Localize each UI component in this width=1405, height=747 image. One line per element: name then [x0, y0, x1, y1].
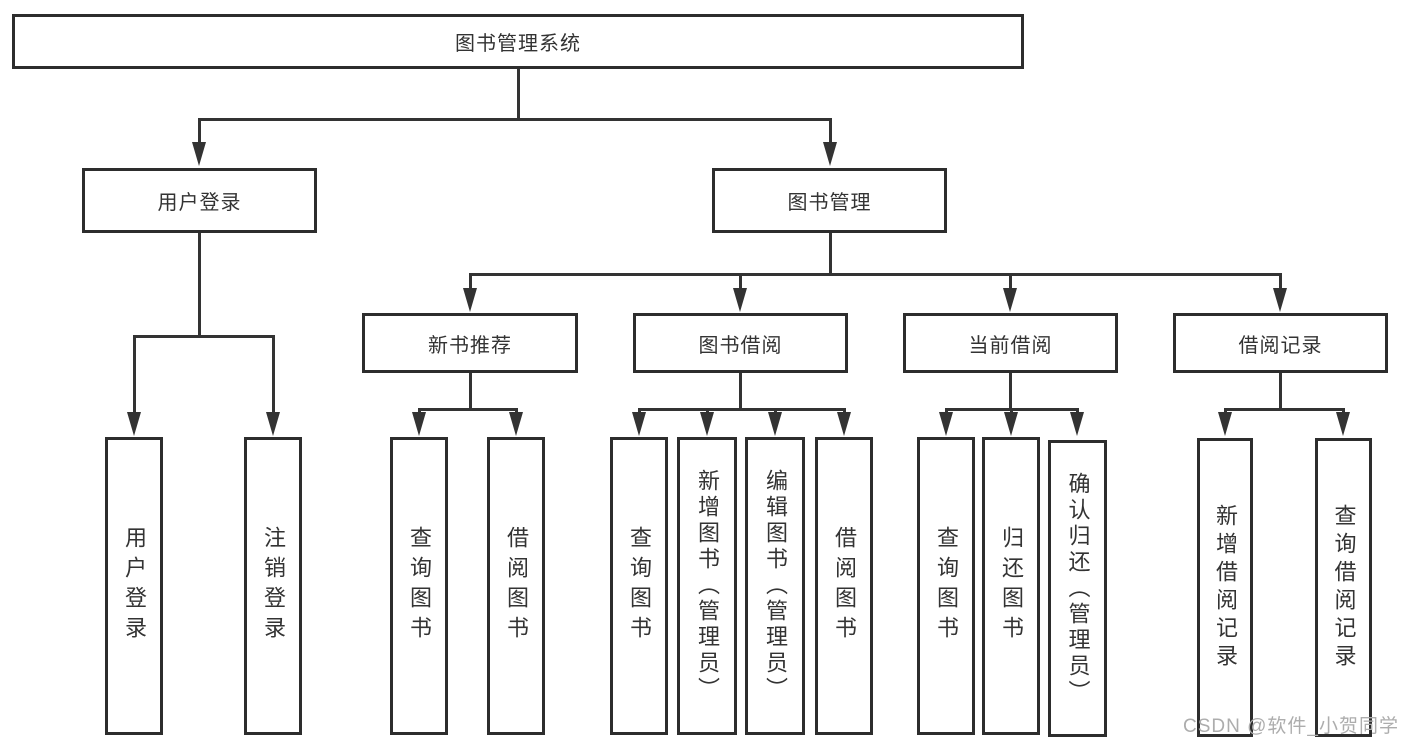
connector-line: [417, 408, 518, 411]
connector-line: [828, 233, 832, 276]
connector-line: [132, 335, 136, 415]
connector-line: [271, 335, 275, 415]
leaf-borrow-add-book-admin: 新增图书（管理员）: [677, 437, 737, 735]
arrow-down-icon: [1003, 288, 1017, 312]
arrow-down-icon: [1273, 288, 1287, 312]
arrow-down-icon: [700, 412, 714, 436]
connector-line: [197, 233, 201, 338]
leaf-record-query-borrow-record: 查询借阅记录: [1315, 438, 1372, 737]
csdn-watermark: CSDN @软件_小贺同学: [1183, 716, 1399, 737]
connector-line: [1278, 373, 1282, 411]
node-borrow-record: 借阅记录: [1173, 313, 1388, 373]
arrow-down-icon: [768, 412, 782, 436]
connector-line: [1008, 273, 1012, 292]
leaf-current-return-book: 归还图书: [982, 437, 1040, 735]
leaf-recommend-query-book: 查询图书: [390, 437, 448, 735]
connector-line: [516, 69, 520, 121]
leaf-logout: 注销登录: [244, 437, 302, 735]
node-root: 图书管理系统: [12, 14, 1024, 69]
leaf-current-confirm-return-admin: 确认归还（管理员）: [1048, 440, 1107, 737]
connector-line: [468, 273, 472, 292]
connector-line: [1008, 373, 1012, 411]
node-book-management: 图书管理: [712, 168, 947, 233]
arrow-down-icon: [1070, 412, 1084, 436]
connector-line: [468, 373, 472, 411]
arrow-down-icon: [733, 288, 747, 312]
node-current-borrow: 当前借阅: [903, 313, 1118, 373]
arrow-down-icon: [192, 142, 206, 166]
leaf-current-query-book: 查询图书: [917, 437, 975, 735]
connector-line: [468, 273, 1282, 276]
arrow-down-icon: [939, 412, 953, 436]
connector-line: [828, 118, 832, 146]
arrow-down-icon: [1004, 412, 1018, 436]
connector-line: [637, 408, 846, 411]
connector-line: [738, 273, 742, 292]
leaf-borrow-query-book: 查询图书: [610, 437, 668, 735]
connector-line: [197, 118, 832, 121]
arrow-down-icon: [837, 412, 851, 436]
leaf-record-add-borrow-record: 新增借阅记录: [1197, 438, 1253, 737]
leaf-user-login: 用户登录: [105, 437, 163, 735]
node-user-login: 用户登录: [82, 168, 317, 233]
arrow-down-icon: [509, 412, 523, 436]
connector-line: [738, 373, 742, 411]
node-book-borrow: 图书借阅: [633, 313, 848, 373]
arrow-down-icon: [127, 412, 141, 436]
connector-line: [1278, 273, 1282, 292]
leaf-recommend-borrow-book: 借阅图书: [487, 437, 545, 735]
arrow-down-icon: [1218, 412, 1232, 436]
arrow-down-icon: [412, 412, 426, 436]
arrow-down-icon: [1336, 412, 1350, 436]
arrow-down-icon: [823, 142, 837, 166]
connector-line: [197, 118, 201, 146]
arrow-down-icon: [632, 412, 646, 436]
connector-line: [1223, 408, 1345, 411]
connector-line: [132, 335, 275, 338]
leaf-borrow-edit-book-admin: 编辑图书（管理员）: [745, 437, 805, 735]
leaf-borrow-borrow-book: 借阅图书: [815, 437, 873, 735]
arrow-down-icon: [463, 288, 477, 312]
arrow-down-icon: [266, 412, 280, 436]
node-new-book-recommend: 新书推荐: [362, 313, 578, 373]
